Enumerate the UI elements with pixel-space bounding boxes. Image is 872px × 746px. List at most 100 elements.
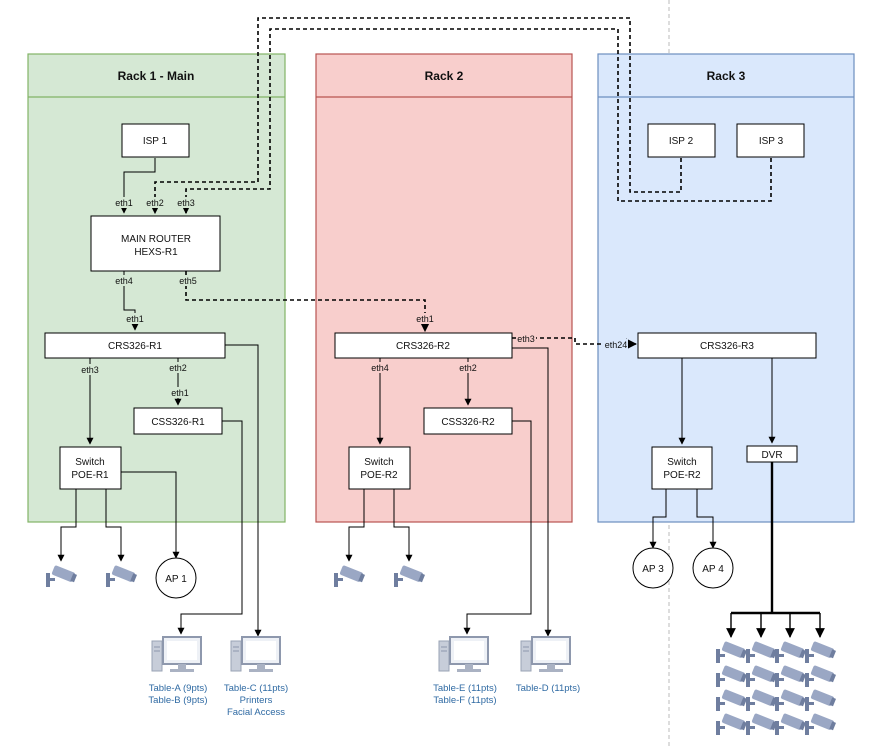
main-router-label-1: MAIN ROUTER <box>121 234 191 245</box>
css326-r2-box <box>423 407 513 435</box>
link-poe-r2-cam1 <box>345 489 365 562</box>
camera-icon <box>805 712 837 735</box>
camera-icon <box>106 564 138 587</box>
link-css-r1-pc-ab <box>177 420 243 635</box>
poe-r3-box <box>651 446 713 490</box>
camera-icon <box>334 564 366 587</box>
crs-r1-eth2-label: eth2 <box>169 363 187 373</box>
crs-r2-eth1-label: eth1 <box>416 314 434 324</box>
camera-icon <box>746 712 778 735</box>
camera-icon <box>805 664 837 687</box>
crs326-r1-box <box>44 332 226 359</box>
rack-1-title: Rack 1 - Main <box>118 69 195 83</box>
link-poe-r2-cam2 <box>393 489 413 562</box>
isp-2-label: ISP 2 <box>669 136 694 147</box>
router-eth4-label: eth4 <box>115 276 133 286</box>
camera-icon <box>746 640 778 663</box>
camera-icon <box>775 640 807 663</box>
camera-icon <box>746 664 778 687</box>
dvr-label: DVR <box>761 450 782 461</box>
rack-2-title: Rack 2 <box>425 69 464 83</box>
camera-icon <box>746 688 778 711</box>
css326-r1-label: CSS326-R1 <box>151 417 205 428</box>
crs326-r3-box <box>637 332 817 359</box>
link-isp3-router <box>180 28 772 215</box>
ap-1-label: AP 1 <box>165 574 187 585</box>
isp-1-box <box>121 123 190 158</box>
isp-3-label: ISP 3 <box>759 136 784 147</box>
isp-2-box <box>647 123 716 158</box>
router-eth1-label: eth1 <box>115 198 133 208</box>
crs326-r1-label: CRS326-R1 <box>108 341 162 352</box>
link-css-r2-pc-ef <box>463 420 532 635</box>
poe-r1-label-1: Switch <box>75 457 104 468</box>
css326-r2-label: CSS326-R2 <box>441 417 495 428</box>
pc-c-label-2: Printers <box>240 695 273 706</box>
rack-2: Rack 2 <box>315 53 573 523</box>
poe-r1-box <box>59 446 122 490</box>
dvr-box <box>746 445 798 463</box>
ap-1-circle <box>155 557 197 599</box>
crs326-r2-box <box>334 332 513 359</box>
crs-r2-eth2-label: eth2 <box>459 363 477 373</box>
link-crs-r2-pc-d <box>512 347 552 637</box>
link-crs-r1-pc-c <box>225 344 262 637</box>
router-eth2-label: eth2 <box>146 198 164 208</box>
rack-3: Rack 3 <box>597 53 855 523</box>
link-isp2-router <box>149 17 682 215</box>
poe-r2-label-2: POE-R2 <box>360 470 398 481</box>
camera-icon <box>775 688 807 711</box>
pc-c-label-1: Table-C (11pts) <box>224 683 288 694</box>
poe-r2-label-1: Switch <box>364 457 393 468</box>
workstations <box>151 636 571 673</box>
crs326-r3-label: CRS326-R3 <box>700 341 754 352</box>
camera-icon <box>716 688 748 711</box>
pc-ab-label-2: Table-B (9pts) <box>148 695 207 706</box>
css-r1-eth1-label: eth1 <box>171 388 189 398</box>
camera-icon <box>805 688 837 711</box>
workstation-icon <box>151 636 202 673</box>
link-poe-r1-ap1 <box>121 471 180 559</box>
camera-icon <box>46 564 78 587</box>
ap-3-label: AP 3 <box>642 564 664 575</box>
crs-r2-eth4-label: eth4 <box>371 363 389 373</box>
crs-r1-eth3-label: eth3 <box>81 365 99 375</box>
workstation-icon <box>520 636 571 673</box>
link-poe-r1-cam1 <box>57 489 77 562</box>
link-poe-r3-ap3 <box>649 489 667 549</box>
pc-d-label-1: Table-D (11pts) <box>516 683 580 694</box>
ap-3-circle <box>632 547 674 589</box>
isp-1-label: ISP 1 <box>143 136 168 147</box>
crs-r1-eth1-label: eth1 <box>126 314 144 324</box>
poe-r1-label-2: POE-R1 <box>71 470 109 481</box>
camera-icon <box>775 664 807 687</box>
ap-4-circle <box>692 547 734 589</box>
rack-3-title: Rack 3 <box>707 69 746 83</box>
pc-ab-label-1: Table-A (9pts) <box>149 683 208 694</box>
crs-r3-eth24-label: eth24 <box>605 340 628 350</box>
ap-4-label: AP 4 <box>702 564 724 575</box>
camera-icon <box>716 712 748 735</box>
camera-icon <box>805 640 837 663</box>
camera-icon <box>716 664 748 687</box>
pc-c-label-3: Facial Access <box>227 707 285 718</box>
workstation-icon <box>230 636 281 673</box>
isp-3-box <box>736 123 805 158</box>
main-router-box <box>90 215 221 272</box>
crs326-r2-label: CRS326-R2 <box>396 341 450 352</box>
poe-r3-label-2: POE-R2 <box>663 470 701 481</box>
pc-ef-label-1: Table-E (11pts) <box>433 683 497 694</box>
dvr-camera-bus <box>726 462 825 638</box>
crs-r2-eth3-label: eth3 <box>517 334 535 344</box>
main-router-label-2: HEXS-R1 <box>134 247 178 258</box>
camera-icon <box>716 640 748 663</box>
link-isp1-router <box>120 158 156 214</box>
poe-r2-box <box>348 446 411 490</box>
css326-r1-box <box>133 407 223 435</box>
pc-ef-label-2: Table-F (11pts) <box>433 695 496 706</box>
link-poe-r3-ap4 <box>696 489 717 549</box>
camera-icon <box>394 564 426 587</box>
router-eth5-label: eth5 <box>179 276 197 286</box>
workstation-icon <box>438 636 489 673</box>
